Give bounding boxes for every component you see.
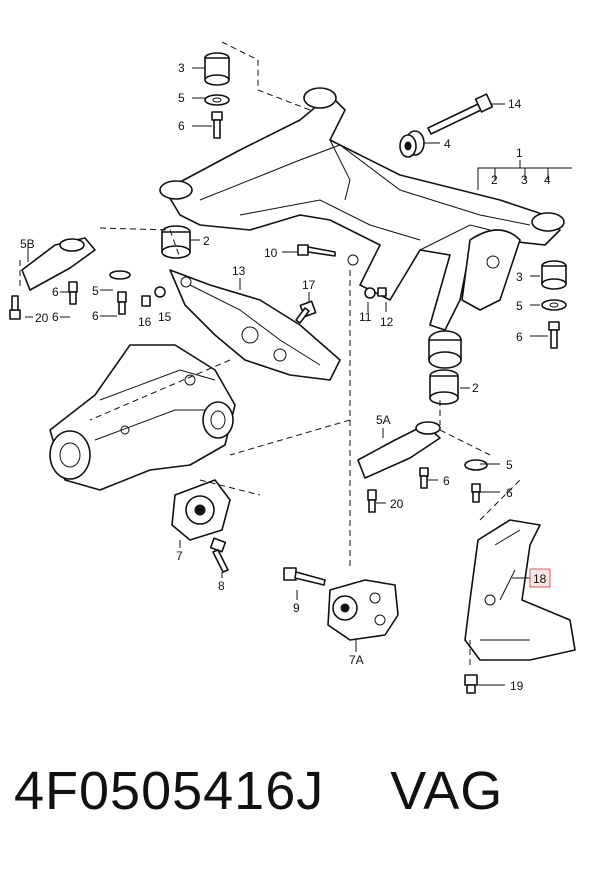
label-5: 5 (92, 284, 99, 298)
rubber-mount-right (429, 369, 459, 405)
label-14: 14 (508, 97, 522, 111)
label-6: 6 (443, 474, 450, 488)
bracket-5b (21, 237, 96, 291)
label-5: 5 (506, 458, 513, 472)
fasteners (9, 244, 488, 694)
label-1: 1 (516, 146, 523, 160)
upper-bushing-stack-right (541, 260, 567, 349)
part-number: 4F0505416J (14, 761, 325, 821)
label-2: 2 (203, 234, 210, 248)
label-11: 11 (359, 310, 372, 324)
differential-housing (49, 344, 236, 491)
rubber-mount-left (161, 225, 191, 259)
brand: VAG (390, 761, 504, 821)
label-16: 16 (138, 315, 152, 329)
bolt (209, 537, 229, 573)
label-4: 4 (544, 173, 551, 187)
long-bolt (427, 93, 494, 135)
label-19: 19 (510, 679, 524, 693)
label-13: 13 (232, 264, 246, 278)
differential-bracket (169, 269, 341, 381)
caption: 4F0505416J VAG (14, 760, 503, 822)
label-5: 5 (178, 91, 185, 105)
label-6: 6 (92, 309, 99, 323)
label-15: 15 (158, 310, 172, 324)
bushing (399, 130, 425, 158)
label-20: 20 (35, 311, 49, 325)
label-6: 6 (516, 330, 523, 344)
label-2: 2 (472, 381, 479, 395)
label-18: 18 (533, 572, 547, 586)
label-12: 12 (380, 315, 394, 329)
label-7a: 7A (349, 653, 364, 667)
subframe (159, 87, 565, 369)
label-7: 7 (176, 549, 183, 563)
differential-mount-a (327, 579, 399, 641)
label-5b: 5B (20, 237, 35, 251)
label-2: 2 (491, 173, 498, 187)
label-20: 20 (390, 497, 404, 511)
label-8: 8 (218, 579, 225, 593)
label-17: 17 (302, 278, 316, 292)
bolt (283, 567, 326, 586)
leader-lines (25, 67, 572, 686)
label-18-highlight-box (529, 568, 551, 588)
label-6: 6 (178, 119, 185, 133)
label-6: 6 (52, 285, 59, 299)
label-3: 3 (516, 270, 523, 284)
differential-mount (171, 479, 231, 541)
label-5: 5 (516, 299, 523, 313)
label-6: 6 (52, 310, 59, 324)
bracket-5a (357, 421, 441, 479)
label-9: 9 (293, 601, 300, 615)
label-3: 3 (178, 61, 185, 75)
upper-bushing-stack-left (204, 52, 230, 139)
label-4: 4 (444, 137, 451, 151)
label-10: 10 (264, 246, 278, 260)
heat-shield (464, 519, 576, 661)
label-3: 3 (521, 173, 528, 187)
callout-labels: 3 5 6 14 4 1 2 3 4 2 5B 10 13 3 17 5 6 5… (20, 61, 551, 693)
assembly-lines (19, 41, 521, 665)
label-6: 6 (506, 486, 513, 500)
label-5a: 5A (376, 413, 391, 427)
